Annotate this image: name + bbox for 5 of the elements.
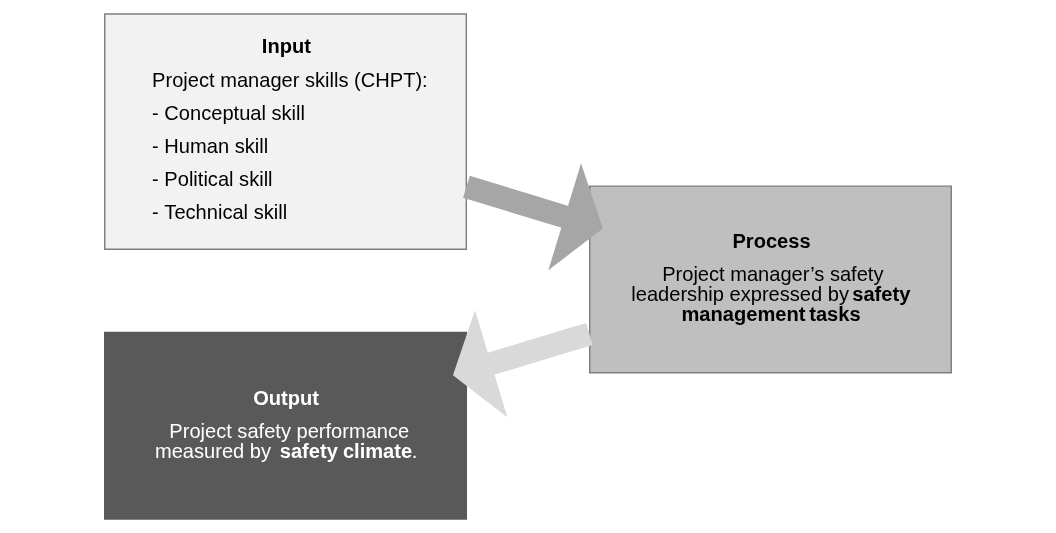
node-box: Process Project manager’s safety leadership expressed by safety management tasks [589, 185, 952, 374]
arrow [463, 163, 603, 271]
node-box: Input Project manager skills (CHPT): - Conceptual skill - Human skill - Political skill - Technical skill [104, 13, 467, 250]
node-box: Output Project safety performance measured by safety climate. [104, 331, 467, 520]
arrow [452, 310, 593, 418]
